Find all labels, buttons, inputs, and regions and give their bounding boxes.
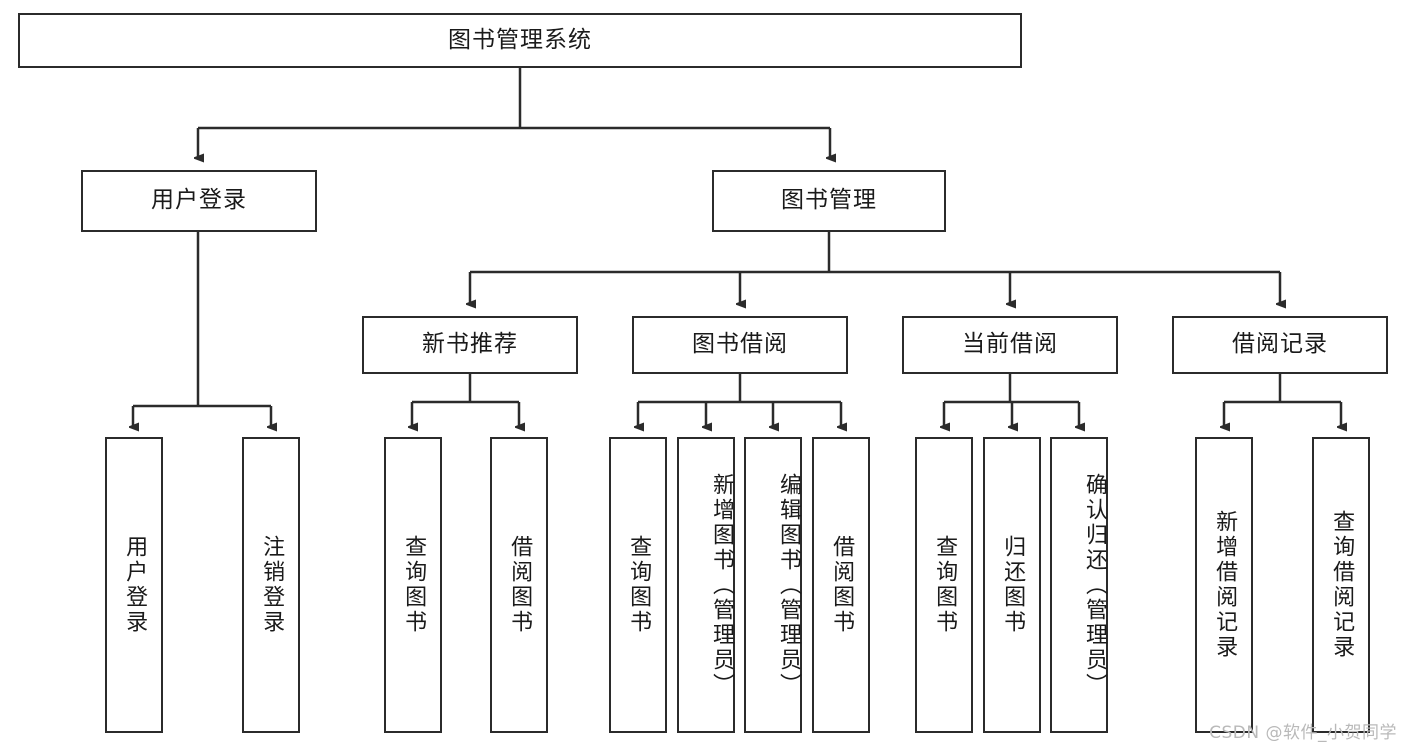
node-label: 查询借阅记录 — [1329, 510, 1355, 660]
node-label: 查询图书 — [626, 535, 652, 635]
node-leaf-query-book-2[interactable]: 查询图书 — [609, 437, 667, 733]
node-leaf-user-login[interactable]: 用户登录 — [105, 437, 163, 733]
node-book-borrow[interactable]: 图书借阅 — [632, 316, 848, 374]
node-leaf-borrow-book-1[interactable]: 借阅图书 — [490, 437, 548, 733]
node-label: 图书借阅 — [692, 331, 788, 358]
node-label: 查询图书 — [932, 535, 958, 635]
node-leaf-edit-book-admin[interactable]: 编辑图书（管理员） — [744, 437, 802, 733]
node-leaf-logout-login[interactable]: 注销登录 — [242, 437, 300, 733]
node-label: 借阅图书 — [507, 535, 533, 635]
node-label: 用户登录 — [151, 187, 247, 214]
node-leaf-confirm-return-admin[interactable]: 确认归还（管理员） — [1050, 437, 1108, 733]
node-label: 新书推荐 — [422, 331, 518, 358]
node-leaf-borrow-book-2[interactable]: 借阅图书 — [812, 437, 870, 733]
node-label: 新增图书（管理员） — [709, 472, 734, 698]
node-root-book-management-system[interactable]: 图书管理系统 — [18, 13, 1022, 68]
node-label: 借阅图书 — [829, 535, 855, 635]
node-label: 用户登录 — [122, 535, 148, 635]
node-new-book-recommend[interactable]: 新书推荐 — [362, 316, 578, 374]
node-label: 查询图书 — [401, 535, 427, 635]
node-label: 编辑图书（管理员） — [776, 472, 801, 698]
node-label: 图书管理 — [781, 187, 877, 214]
node-label: 图书管理系统 — [448, 26, 592, 53]
node-book-manage[interactable]: 图书管理 — [712, 170, 946, 232]
node-label: 新增借阅记录 — [1212, 510, 1238, 660]
node-leaf-return-book[interactable]: 归还图书 — [983, 437, 1041, 733]
node-label: 借阅记录 — [1232, 331, 1328, 358]
node-borrow-record[interactable]: 借阅记录 — [1172, 316, 1388, 374]
node-leaf-query-book-3[interactable]: 查询图书 — [915, 437, 973, 733]
node-label: 注销登录 — [259, 535, 285, 635]
node-label: 归还图书 — [1000, 535, 1026, 635]
node-leaf-query-borrow-record[interactable]: 查询借阅记录 — [1312, 437, 1370, 733]
node-label: 确认归还（管理员） — [1082, 472, 1107, 698]
node-leaf-add-book-admin[interactable]: 新增图书（管理员） — [677, 437, 735, 733]
node-user-login[interactable]: 用户登录 — [81, 170, 317, 232]
node-leaf-add-borrow-record[interactable]: 新增借阅记录 — [1195, 437, 1253, 733]
node-label: 当前借阅 — [962, 331, 1058, 358]
node-leaf-query-book-1[interactable]: 查询图书 — [384, 437, 442, 733]
node-current-borrow[interactable]: 当前借阅 — [902, 316, 1118, 374]
